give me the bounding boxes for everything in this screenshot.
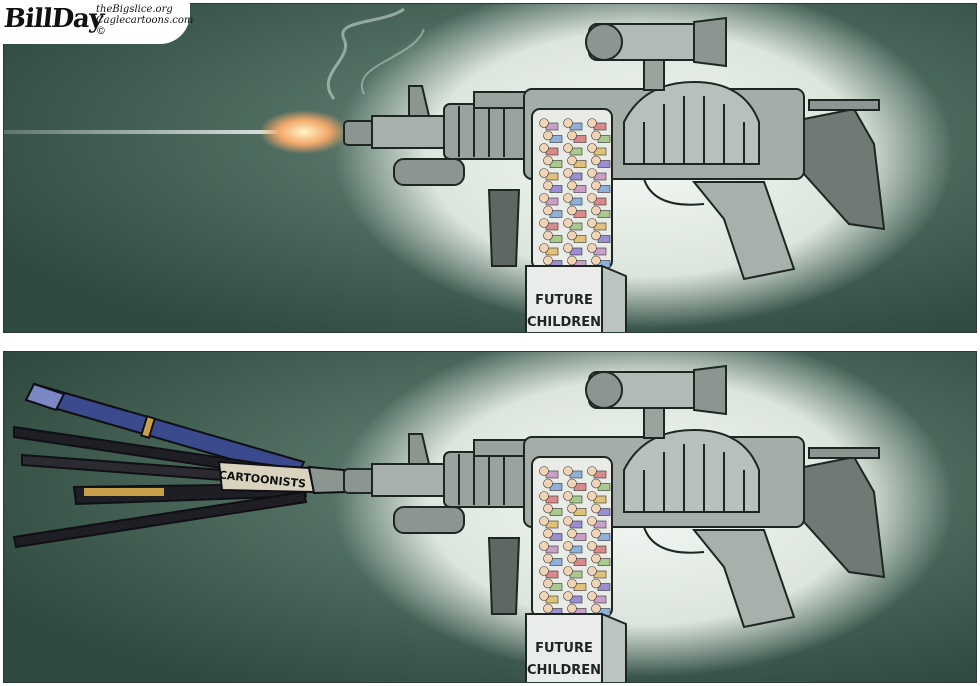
child-head — [563, 218, 573, 228]
site-2: Caglecartoons.com — [96, 15, 194, 26]
artist-name: BillDay — [2, 4, 105, 34]
child-head — [587, 243, 597, 253]
child-head — [543, 553, 553, 564]
site-1: theBigslice.org — [96, 4, 173, 15]
child-head — [539, 118, 549, 128]
copyright-mark: © — [96, 26, 106, 37]
child-head — [567, 528, 577, 539]
child-head — [587, 193, 597, 203]
panel-top-art: FUTURE CHILDREN — [4, 4, 976, 332]
child-head — [587, 143, 597, 153]
artist-signature: BillDay theBigslice.org Caglecartoons.co… — [0, 0, 193, 44]
child-head — [543, 603, 553, 614]
box-label-line-2: CHILDREN — [527, 663, 601, 678]
child-head — [543, 130, 553, 141]
child-head — [567, 478, 577, 489]
child-head — [587, 591, 597, 601]
children-magazine — [531, 108, 613, 270]
panel-bottom-art: CARTOONISTS — [4, 352, 976, 682]
child-head — [563, 193, 573, 203]
child-head — [543, 478, 553, 489]
child-head — [539, 491, 549, 501]
panel-top: FUTURE CHILDREN — [3, 3, 977, 333]
child-head — [563, 143, 573, 153]
child-head — [539, 591, 549, 601]
child-head — [563, 243, 573, 253]
child-head — [567, 230, 577, 241]
child-head — [539, 566, 549, 576]
child-head — [587, 541, 597, 551]
child-head — [543, 155, 553, 166]
child-head — [563, 566, 573, 576]
black-pen-3 — [12, 490, 308, 549]
bullet-trail — [4, 130, 324, 134]
child-head — [567, 180, 577, 191]
child-head — [563, 466, 573, 476]
child-head — [539, 541, 549, 551]
artist-sites: theBigslice.org Caglecartoons.com © — [96, 4, 193, 37]
child-head — [591, 553, 601, 564]
child-head — [543, 205, 553, 216]
child-head — [539, 143, 549, 153]
child-head — [587, 566, 597, 576]
child-head — [591, 478, 601, 489]
child-head — [567, 130, 577, 141]
child-head — [539, 168, 549, 178]
future-children-box: FUTURE CHILDREN — [525, 612, 627, 682]
box-label-line-2: CHILDREN — [527, 315, 601, 330]
child-head — [587, 516, 597, 526]
child-head — [591, 205, 601, 216]
child-head — [591, 255, 601, 266]
child-head — [591, 528, 601, 539]
child-head — [543, 578, 553, 589]
child-head — [543, 503, 553, 514]
child-head — [587, 218, 597, 228]
child-head — [567, 205, 577, 216]
child-head — [543, 180, 553, 191]
child-head — [563, 491, 573, 501]
child-head — [591, 155, 601, 166]
child-head — [539, 516, 549, 526]
child-head — [543, 230, 553, 241]
box-label-line-1: FUTURE — [535, 293, 593, 308]
child-head — [567, 155, 577, 166]
child-head — [587, 491, 597, 501]
panel-bottom: CARTOONISTS — [3, 351, 977, 683]
future-children-box: FUTURE CHILDREN — [525, 264, 627, 332]
smoke-wisp — [326, 7, 405, 100]
child-head — [587, 118, 597, 128]
child-head — [567, 553, 577, 564]
child-head — [567, 603, 577, 614]
child-head — [563, 591, 573, 601]
muzzle-flash — [259, 110, 349, 154]
child-head — [567, 503, 577, 514]
child-head — [539, 193, 549, 203]
child-head — [591, 578, 601, 589]
child-head — [563, 516, 573, 526]
cartoonist-pens — [12, 382, 348, 549]
child-head — [563, 168, 573, 178]
child-head — [543, 528, 553, 539]
child-head — [539, 218, 549, 228]
child-head — [591, 130, 601, 141]
children-magazine — [531, 456, 613, 618]
child-head — [591, 603, 601, 614]
child-head — [539, 466, 549, 476]
child-head — [567, 255, 577, 266]
child-head — [591, 503, 601, 514]
child-head — [567, 578, 577, 589]
child-head — [563, 541, 573, 551]
child-head — [587, 168, 597, 178]
child-head — [591, 230, 601, 241]
child-head — [587, 466, 597, 476]
child-head — [563, 118, 573, 128]
child-head — [539, 243, 549, 253]
child-head — [591, 180, 601, 191]
child-head — [543, 255, 553, 266]
box-label-line-1: FUTURE — [535, 641, 593, 656]
